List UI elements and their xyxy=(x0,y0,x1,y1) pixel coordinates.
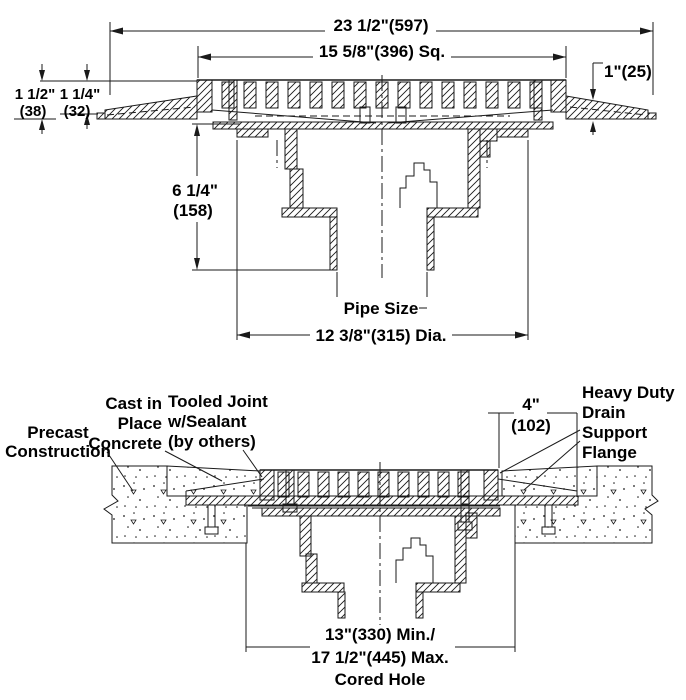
dim-body-dia-text: 12 3/8"(315) Dia. xyxy=(316,326,447,345)
dim-left-depths: 1 1/2" 1 1/4" (38) (32) xyxy=(14,64,197,134)
dim-rim-height-text: 1"(25) xyxy=(604,62,652,81)
pipe-size-text: Pipe Size xyxy=(344,299,419,318)
dim-overall-width-text: 23 1/2"(597) xyxy=(333,16,428,35)
drain-body xyxy=(192,75,554,278)
dim-left-inner-in: 1 1/4" xyxy=(60,86,100,103)
cip-line2: Place xyxy=(118,414,162,433)
dim-flange-width: 4" (102) xyxy=(488,395,578,497)
clamp-bolt-right xyxy=(460,469,470,505)
label-tooled-joint: Tooled Joint w/Sealant (by others) xyxy=(167,392,268,478)
dim-grate-square-text: 15 5/8"(396) Sq. xyxy=(319,42,445,61)
label-support-flange: Heavy Duty Drain Support Flange xyxy=(499,383,675,491)
pipe-size-label: Pipe Size xyxy=(336,272,428,318)
dim-left-outer-in: 1 1/2" xyxy=(15,86,55,103)
grate-bars-install xyxy=(277,471,470,498)
top-section-view: 23 1/2"(597) 15 5/8"(396) Sq. 1"(25) xyxy=(14,16,657,345)
tooled-line2: w/Sealant xyxy=(167,412,247,431)
label-precast-construction: Precast Construction xyxy=(5,423,134,492)
cast-in-place-left xyxy=(166,465,261,497)
label-cast-in-place: Cast in Place Concrete xyxy=(88,394,223,482)
flange-line2: Drain xyxy=(582,403,625,422)
precast-line2: Construction xyxy=(5,442,111,461)
dim-left-inner-mm: (32) xyxy=(64,103,91,120)
cast-in-place-right xyxy=(501,465,598,497)
precast-line1: Precast xyxy=(27,423,89,442)
installation-section-view: Precast Construction Cast in Place Concr… xyxy=(5,383,675,689)
dim-flange-mm-text: (102) xyxy=(511,416,551,435)
cored-line1: 13"(330) Min./ xyxy=(325,625,435,644)
flange-line1: Heavy Duty xyxy=(582,383,675,402)
dim-flange-in-text: 4" xyxy=(522,395,540,414)
tooled-line3: (by others) xyxy=(168,432,256,451)
dim-body-dia: 12 3/8"(315) Dia. xyxy=(236,140,529,345)
dim-body-depth: 6 1/4" (158) xyxy=(172,123,300,271)
trap-primer-detail xyxy=(399,162,438,208)
cip-line3: Concrete xyxy=(88,434,162,453)
top-flange xyxy=(96,95,657,120)
dim-rim-height: 1"(25) xyxy=(590,62,652,135)
dim-left-outer-mm: (38) xyxy=(20,103,47,120)
clamp-bolt-left xyxy=(285,469,295,505)
dim-grate-square: 15 5/8"(396) Sq. xyxy=(197,42,567,78)
dim-body-depth-mm: (158) xyxy=(173,201,213,220)
trap-primer-detail-install xyxy=(395,537,434,583)
dim-cored-hole: 13"(330) Min./ 17 1/2"(445) Max. Cored H… xyxy=(245,543,516,689)
drain-body-install xyxy=(261,462,501,625)
grate-section xyxy=(196,79,567,124)
grate-bolt-left xyxy=(228,79,238,121)
flange-line4: Flange xyxy=(582,443,637,462)
cored-line3: Cored Hole xyxy=(335,670,426,689)
anchor-bolt-left xyxy=(202,504,221,535)
dim-body-depth-in: 6 1/4" xyxy=(172,181,218,200)
grate-bolt-right xyxy=(533,79,543,121)
grate-section-install xyxy=(248,469,500,531)
anchor-bolt-right xyxy=(539,504,558,535)
tooled-line1: Tooled Joint xyxy=(168,392,268,411)
dim-overall-width: 23 1/2"(597) xyxy=(109,16,654,95)
cip-line1: Cast in xyxy=(105,394,162,413)
flange-line3: Support xyxy=(582,423,647,442)
cored-line2: 17 1/2"(445) Max. xyxy=(311,648,449,667)
